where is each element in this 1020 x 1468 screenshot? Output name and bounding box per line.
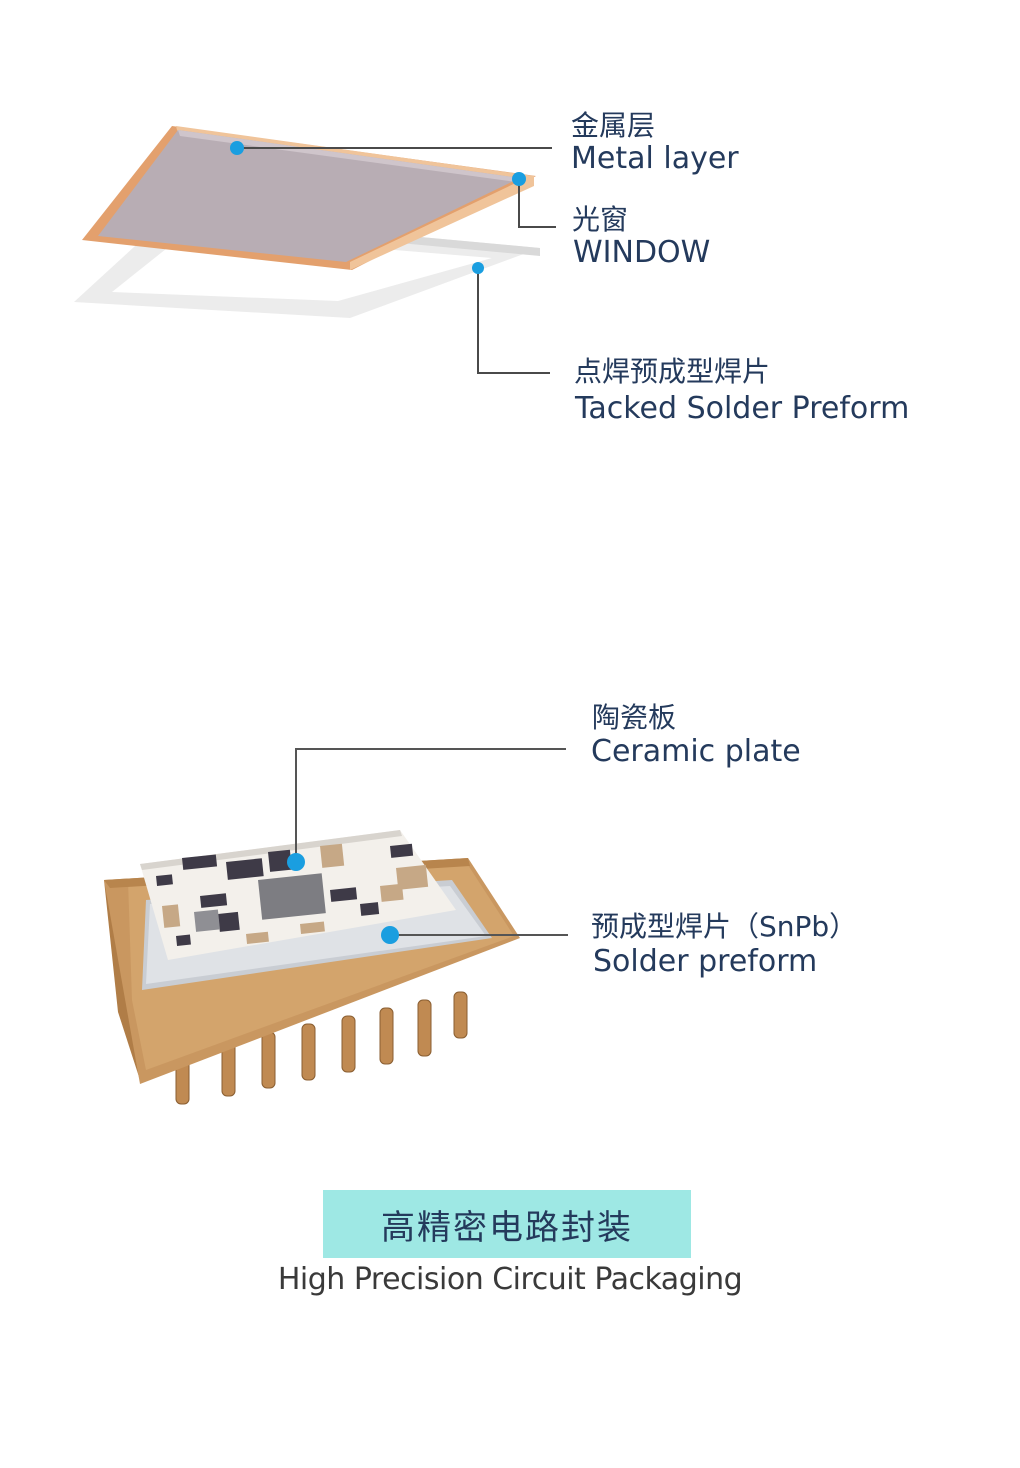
window-label-en: WINDOW [573, 235, 711, 270]
tacked-preform-label-cn: 点焊预成型焊片 [574, 355, 771, 388]
callout-dot-metal [230, 141, 244, 155]
leader-lines-top [237, 147, 556, 374]
ceramic-plate-label-cn: 陶瓷板 [592, 701, 677, 734]
package-pins [175, 991, 468, 1105]
callout-dot-preform [472, 262, 484, 274]
caption-title-cn: 高精密电路封装 [381, 1207, 633, 1248]
ceramic-plate [140, 830, 456, 960]
caption-title-en: High Precision Circuit Packaging [277, 1262, 743, 1297]
tacked-preform-label-en: Tacked Solder Preform [575, 391, 910, 426]
callout-dot-solder [381, 926, 399, 944]
leader-line-preform [477, 268, 550, 374]
callout-dot-ceramic [287, 853, 305, 871]
metal-layer-label-en: Metal layer [571, 141, 739, 176]
caption-banner: 高精密电路封装 [323, 1190, 691, 1258]
leader-line-window [518, 180, 556, 228]
leader-lines-bottom [295, 748, 568, 936]
lid-assembly-illustration [74, 126, 556, 374]
package-illustration [104, 748, 568, 1105]
ceramic-plate-label-en: Ceramic plate [591, 734, 801, 769]
metal-layer-plate [82, 126, 536, 270]
callout-dot-window [512, 172, 526, 186]
solder-preform-label-cn: 预成型焊片（SnPb） [591, 910, 858, 943]
metal-layer-label-cn: 金属层 [571, 109, 656, 142]
solder-preform-label-en: Solder preform [593, 944, 818, 979]
window-label-cn: 光窗 [572, 203, 629, 236]
leader-line-ceramic [295, 748, 566, 862]
